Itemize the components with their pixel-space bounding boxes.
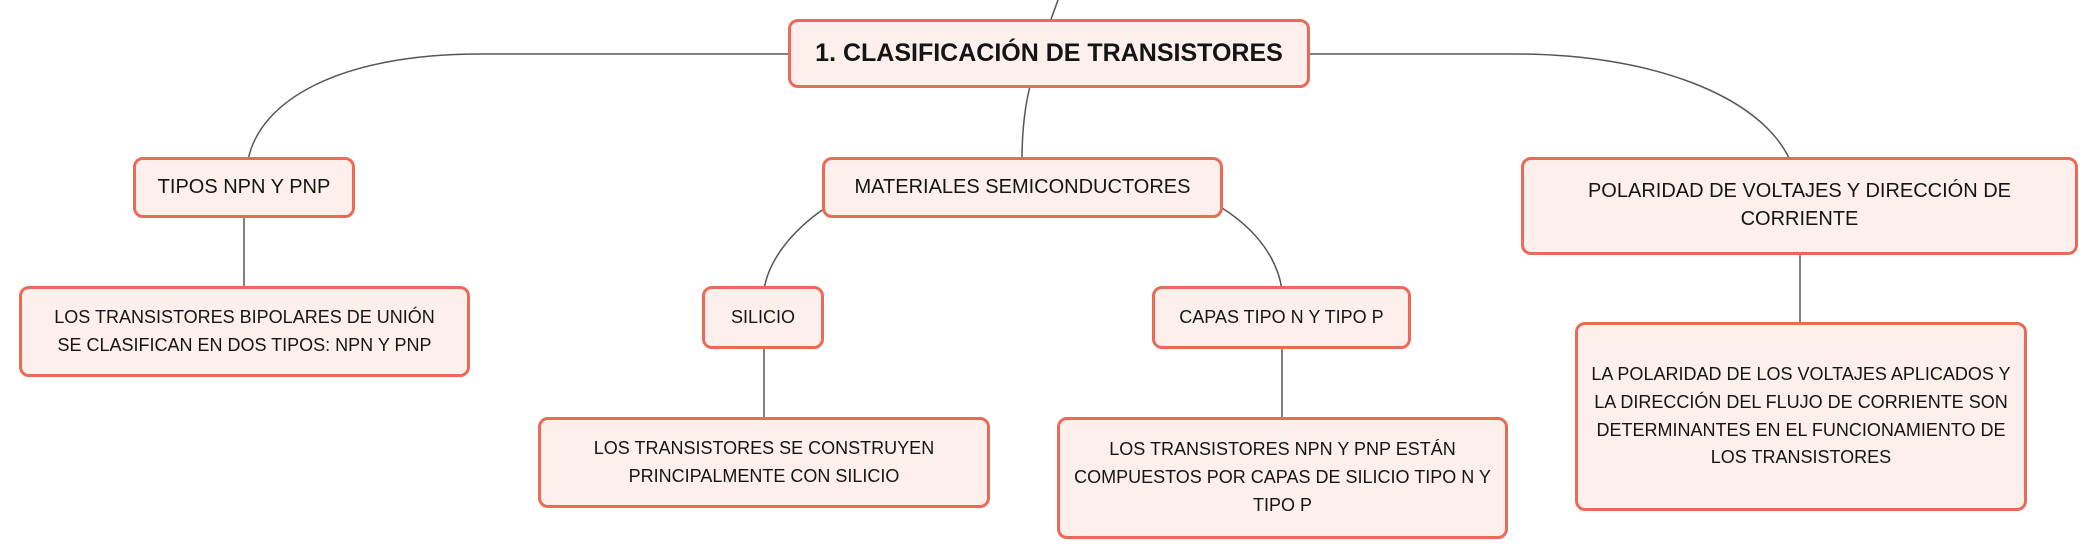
root-topic[interactable]: 1. CLASIFICACIÓN DE TRANSISTORES (788, 19, 1310, 88)
topic-polarity-current[interactable]: POLARIDAD DE VOLTAJES Y DIRECCIÓN DE COR… (1521, 157, 2078, 255)
connector-root-types (247, 53, 790, 161)
topic-layers-n-p[interactable]: CAPAS TIPO N Y TIPO P (1152, 286, 1411, 349)
topic-semiconductor-materials[interactable]: MATERIALES SEMICONDUCTORES (822, 157, 1223, 218)
topic-types-npn-pnp[interactable]: TIPOS NPN Y PNP (133, 157, 355, 218)
topic-types-detail[interactable]: LOS TRANSISTORES BIPOLARES DE UNIÓN SE C… (19, 286, 470, 377)
connector-root-parent (1049, 0, 1059, 23)
topic-layers-detail[interactable]: LOS TRANSISTORES NPN Y PNP ESTÁN COMPUES… (1057, 417, 1508, 539)
topic-silicon[interactable]: SILICIO (702, 286, 824, 349)
topic-polarity-detail[interactable]: LA POLARIDAD DE LOS VOLTAJES APLICADOS Y… (1575, 322, 2027, 511)
connector-materials-silicon (763, 207, 826, 291)
topic-silicon-detail[interactable]: LOS TRANSISTORES SE CONSTRUYEN PRINCIPAL… (538, 417, 990, 508)
connector-root-materials (1021, 85, 1031, 161)
connector-root-polarity (1310, 53, 1791, 161)
connector-materials-layers (1221, 207, 1283, 291)
